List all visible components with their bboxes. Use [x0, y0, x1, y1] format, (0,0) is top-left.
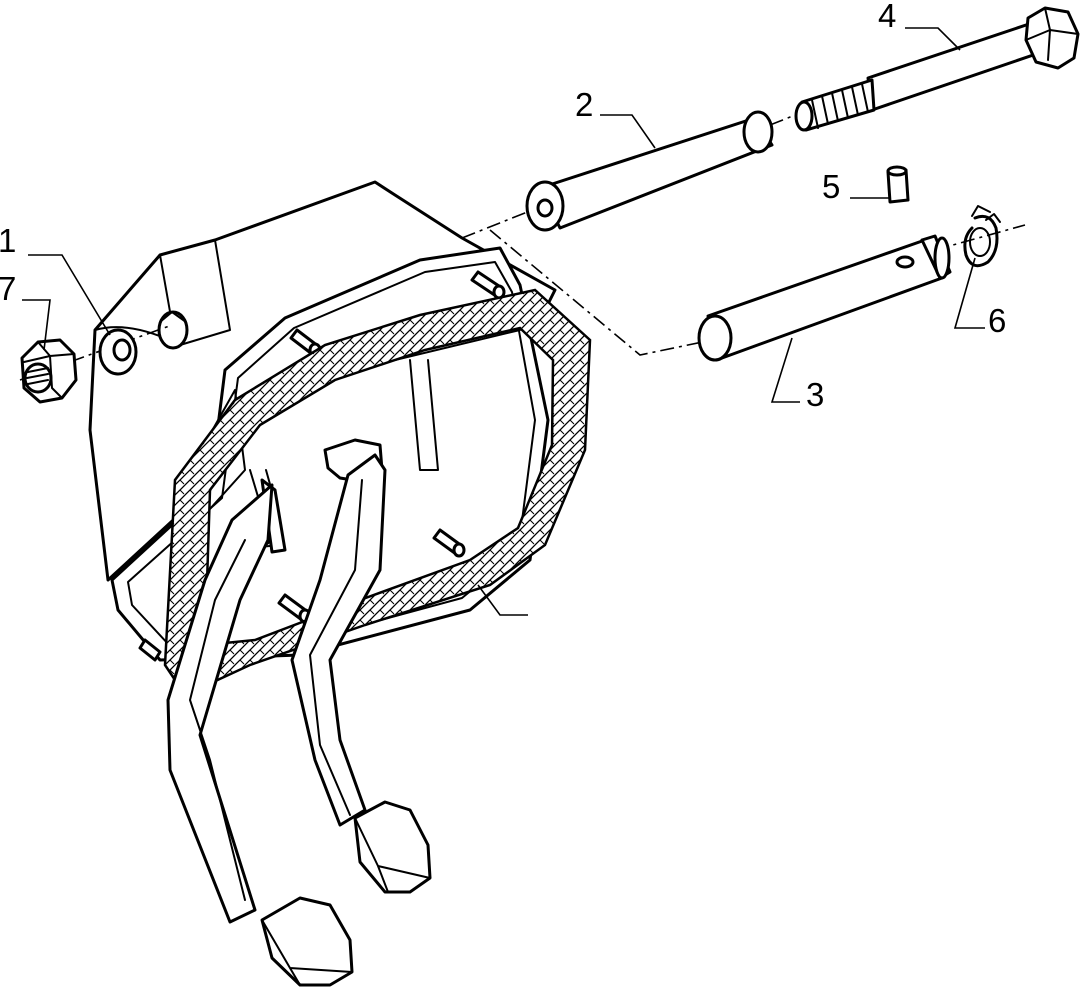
callout-1: 1 [0, 222, 16, 259]
leader-gasket [477, 584, 528, 616]
brake-pedal-pad [353, 800, 432, 894]
circlip-icon [963, 205, 1001, 268]
spacer-tube-icon [525, 110, 774, 232]
nut-icon [20, 338, 78, 404]
callout-5: 5 [822, 168, 840, 205]
callout-6: 6 [988, 302, 1006, 339]
bushing-icon [886, 165, 910, 204]
callout-4: 4 [878, 0, 896, 34]
leader-1 [28, 254, 111, 336]
pedal-box-icon [88, 180, 592, 987]
washer-icon [98, 328, 138, 376]
leader-6 [953, 257, 985, 329]
leader-2 [600, 114, 656, 149]
clutch-pedal [166, 483, 274, 924]
callout-2: 2 [575, 86, 593, 123]
leader-4 [905, 27, 961, 51]
brake-pedal [290, 453, 387, 827]
callout-7: 7 [0, 270, 16, 307]
bolt-icon [794, 6, 1080, 132]
pivot-pin-icon [697, 234, 952, 362]
leader-3 [770, 337, 800, 403]
leader-7 [22, 299, 51, 351]
callout-3: 3 [806, 376, 824, 413]
